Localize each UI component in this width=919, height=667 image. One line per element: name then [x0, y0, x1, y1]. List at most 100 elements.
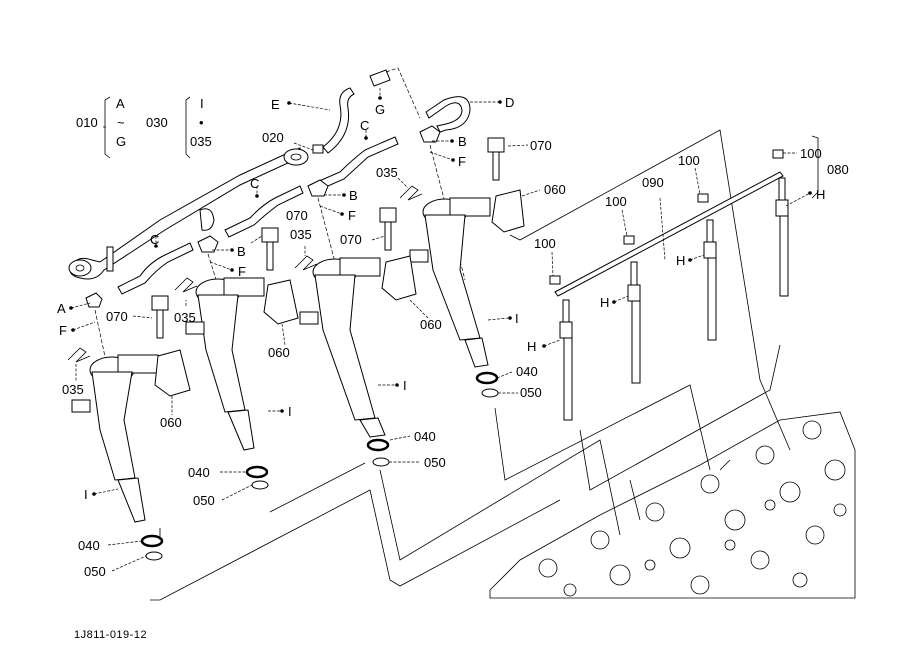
glow-plug-H — [775, 177, 789, 297]
injector-3 — [299, 257, 386, 438]
label-070: 070 — [286, 208, 308, 223]
leader-lines — [69, 88, 812, 572]
washer-050 — [251, 480, 269, 490]
injector-connector — [223, 277, 265, 297]
label-100: 100 — [534, 236, 556, 251]
glow-plug-H — [559, 299, 573, 421]
label-A: A — [57, 301, 66, 316]
label-F: F — [458, 154, 466, 169]
label-060: 060 — [420, 317, 442, 332]
legend-030-from: I — [200, 96, 204, 111]
diagram-code: 1J811-019-12 — [74, 629, 147, 641]
hose-E — [322, 87, 355, 154]
injector-connector — [339, 257, 381, 277]
hose-C-2 — [224, 185, 304, 238]
label-C: C — [360, 118, 369, 133]
nut-100 — [623, 235, 635, 245]
legend-010-bracket — [104, 96, 111, 159]
nut-100 — [697, 193, 709, 203]
nut-100 — [549, 275, 561, 285]
label-060: 060 — [268, 345, 290, 360]
nozzle-holder-060 — [491, 189, 525, 233]
label-080: 080 — [827, 162, 849, 177]
legend-010-from: A — [116, 96, 125, 111]
injector-connector — [117, 354, 159, 374]
washer-050 — [372, 457, 390, 467]
t-fitting-B-1 — [419, 125, 441, 143]
bolt-070 — [379, 207, 397, 223]
banjo-return-pipe — [69, 147, 301, 280]
o-ring-040 — [140, 534, 164, 548]
injector-4 — [409, 197, 491, 368]
label-040: 040 — [78, 538, 100, 553]
legend-030-to: 035 — [190, 134, 212, 149]
label-C: C — [250, 176, 259, 191]
injector-connector — [449, 197, 491, 217]
label-I: I — [403, 378, 407, 393]
label-040: 040 — [414, 429, 436, 444]
bolt-070 — [487, 137, 505, 153]
pipe-clamp — [199, 208, 215, 231]
t-fitting-B-3 — [197, 235, 219, 253]
label-B: B — [458, 134, 467, 149]
label-100: 100 — [678, 153, 700, 168]
label-040: 040 — [188, 465, 210, 480]
legend-group-030: 030 I • 035 — [146, 96, 212, 159]
injector-1 — [71, 354, 159, 523]
label-070: 070 — [530, 138, 552, 153]
label-050: 050 — [424, 455, 446, 470]
legend-010-to: G — [116, 134, 126, 149]
label-035: 035 — [174, 310, 196, 325]
nut-100 — [772, 149, 784, 159]
label-I: I — [515, 311, 519, 326]
label-035: 035 — [376, 165, 398, 180]
clip-035 — [67, 347, 91, 363]
glow-plug-assembly — [549, 135, 819, 421]
clip-035 — [294, 255, 318, 271]
label-I: I — [84, 487, 88, 502]
o-ring-040 — [245, 465, 269, 479]
connector-G — [369, 69, 391, 87]
label-F: F — [348, 208, 356, 223]
hose-C-1 — [309, 136, 399, 193]
o-ring-040 — [475, 371, 499, 385]
legend-010-code: 010 — [76, 115, 98, 130]
cylinder-head — [489, 411, 856, 599]
part-labels: E G D 020 C B F 070 035 060 C B F 070 03… — [57, 95, 849, 641]
label-050: 050 — [84, 564, 106, 579]
legend-030-bracket — [185, 96, 191, 159]
banjo-fitting-top — [283, 148, 309, 166]
label-060: 060 — [544, 182, 566, 197]
legend-group-010: 010 A ~ G — [76, 96, 126, 159]
legend-030-range: • — [199, 115, 204, 130]
label-H: H — [816, 187, 825, 202]
bolts — [151, 137, 505, 339]
t-fitting-B-2 — [307, 179, 329, 197]
clip-035 — [174, 277, 198, 293]
label-100: 100 — [605, 194, 627, 209]
fitting-A — [85, 292, 103, 308]
label-100: 100 — [800, 146, 822, 161]
legend-010-range: ~ — [117, 115, 125, 130]
legend-030-code: 030 — [146, 115, 168, 130]
bolt-070 — [151, 295, 169, 311]
label-D: D — [505, 95, 514, 110]
hose-D — [425, 96, 471, 133]
label-F: F — [238, 264, 246, 279]
label-090: 090 — [642, 175, 664, 190]
label-070: 070 — [106, 309, 128, 324]
hose-C-3 — [117, 242, 194, 295]
nozzle-holder-060 — [381, 255, 417, 301]
label-H: H — [600, 295, 609, 310]
label-070: 070 — [340, 232, 362, 247]
injector-2 — [185, 277, 265, 451]
washer-050 — [481, 388, 499, 398]
glow-plug-H — [703, 219, 717, 341]
label-C: C — [150, 232, 159, 247]
nozzle-holders — [154, 189, 525, 397]
label-H: H — [676, 253, 685, 268]
clip-020 — [312, 144, 324, 154]
group-080-bracket — [811, 135, 819, 199]
label-050: 050 — [520, 385, 542, 400]
label-B: B — [237, 244, 246, 259]
